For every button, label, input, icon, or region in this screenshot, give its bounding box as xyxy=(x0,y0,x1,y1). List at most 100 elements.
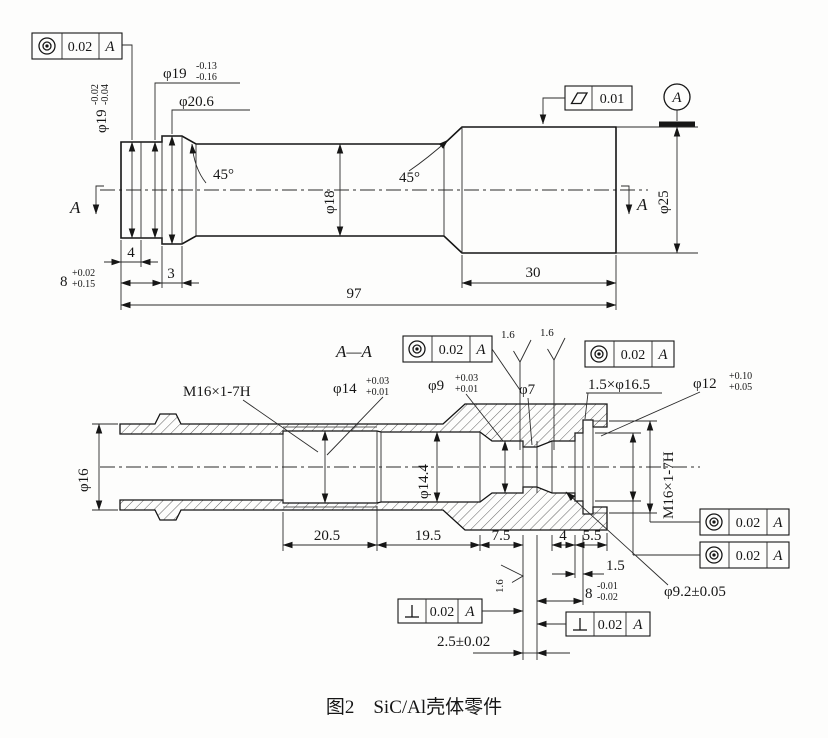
svg-text:φ20.6: φ20.6 xyxy=(179,94,214,110)
roughness-mark-1: 1.6 xyxy=(501,329,532,450)
fcf-concentricity-aa2: 0.02 A xyxy=(584,340,675,368)
svg-text:φ25: φ25 xyxy=(656,190,672,214)
svg-text:-0.16: -0.16 xyxy=(196,72,217,83)
dim-dia9-2: φ9.2±0.05 xyxy=(565,491,726,600)
svg-text:φ19: φ19 xyxy=(94,109,110,133)
section-marker-right: A xyxy=(621,185,648,215)
datum-circle-label: A xyxy=(671,90,682,106)
dim-len3: 3 xyxy=(167,266,175,282)
top-view-length-dims: 4 8 +0.02 +0.15 3 30 97 xyxy=(60,240,617,310)
fcf-top-datum: A xyxy=(104,39,115,55)
svg-text:45°: 45° xyxy=(399,170,420,186)
perpendicularity-icon xyxy=(405,605,419,618)
thread-crest-lines xyxy=(283,420,607,514)
svg-text:φ9: φ9 xyxy=(428,378,444,394)
svg-text:-0.13: -0.13 xyxy=(196,61,217,72)
concentricity-icon xyxy=(705,513,723,531)
svg-text:+0.10: +0.10 xyxy=(729,371,752,382)
dim-len1-5: 1.5 xyxy=(606,558,625,574)
svg-text:φ7: φ7 xyxy=(519,382,536,398)
svg-text:0.02: 0.02 xyxy=(621,348,646,363)
dim-dia25: φ25 xyxy=(616,126,698,254)
fcf-perpendicularity-2: 0.02 A xyxy=(536,611,651,637)
dim-dia18: φ18 xyxy=(322,190,338,214)
svg-text:0.02: 0.02 xyxy=(439,343,464,358)
svg-text:1.5×φ16.5: 1.5×φ16.5 xyxy=(588,377,650,393)
dim-len2-5: 2.5±0.02 xyxy=(437,634,490,650)
dim-len8: 8 +0.02 +0.15 xyxy=(60,268,95,290)
dim-dia7: φ7 xyxy=(519,382,536,446)
fcf-concentricity-top: 0.02 A xyxy=(31,32,133,140)
dim-len7-5: 7.5 xyxy=(492,528,511,544)
svg-text:A: A xyxy=(636,195,648,214)
dim-dia14: φ14 +0.03 +0.01 xyxy=(326,376,389,456)
fcf-concentricity-aa4: 0.02 A xyxy=(632,501,790,569)
svg-text:φ18: φ18 xyxy=(322,190,338,214)
svg-text:M16×1-7H: M16×1-7H xyxy=(661,451,677,519)
svg-text:φ14.4: φ14.4 xyxy=(416,464,432,499)
roughness-mark-3: 1.6 xyxy=(494,564,524,593)
dim-thread-left: M16×1-7H xyxy=(183,384,319,453)
flatness-icon xyxy=(570,92,589,105)
svg-text:0.02: 0.02 xyxy=(598,618,623,633)
section-internal-edges xyxy=(282,420,594,514)
svg-text:-0.04: -0.04 xyxy=(100,84,111,105)
dim-thread-right: M16×1-7H xyxy=(609,420,677,519)
svg-text:+0.03: +0.03 xyxy=(455,373,478,384)
svg-text:A: A xyxy=(69,198,81,217)
dim-len19-5: 19.5 xyxy=(415,528,441,544)
svg-text:A: A xyxy=(464,604,475,620)
dim-dia9: φ9 +0.03 +0.01 xyxy=(428,373,504,442)
datum-a-target: A xyxy=(659,83,695,127)
svg-text:-0.02: -0.02 xyxy=(597,592,618,603)
concentricity-icon xyxy=(38,37,56,55)
dim-len20-5: 20.5 xyxy=(314,528,340,544)
svg-text:φ14: φ14 xyxy=(333,381,357,397)
svg-text:+0.02: +0.02 xyxy=(72,268,95,279)
svg-text:M16×1-7H: M16×1-7H xyxy=(183,384,251,400)
dim-dia14-4: φ14.4 xyxy=(416,464,432,499)
concentricity-icon xyxy=(705,546,723,564)
section-bore-dims xyxy=(321,430,509,504)
svg-text:+0.15: +0.15 xyxy=(72,279,95,290)
dim-len8-aa: 8 -0.01 -0.02 xyxy=(585,581,618,603)
svg-text:45°: 45° xyxy=(213,167,234,183)
svg-text:-0.02: -0.02 xyxy=(90,84,101,105)
dim-groove: 1.5×φ16.5 xyxy=(584,377,662,420)
dim-chamfer-right: 45° xyxy=(399,139,449,186)
concentricity-icon xyxy=(590,345,608,363)
section-bottom-wall xyxy=(119,486,608,531)
svg-text:0.02: 0.02 xyxy=(736,516,761,531)
svg-text:-0.01: -0.01 xyxy=(597,581,618,592)
roughness-mark-2: 1.6 xyxy=(540,327,566,450)
fcf-perpendicularity-1: 0.02 A xyxy=(397,598,524,624)
svg-text:8: 8 xyxy=(585,586,593,602)
section-marker-left: A xyxy=(69,185,104,217)
fcf-flatness-tolerance: 0.01 xyxy=(600,92,625,107)
svg-text:φ19: φ19 xyxy=(163,66,187,82)
dim-len4: 4 xyxy=(127,245,135,261)
svg-text:1.6: 1.6 xyxy=(540,327,554,339)
dim-len97: 97 xyxy=(347,286,363,302)
svg-text:1.6: 1.6 xyxy=(501,329,515,341)
svg-text:A: A xyxy=(475,342,486,358)
dim-dia12: φ12 +0.10 +0.05 xyxy=(600,371,752,437)
dim-dia20-6: φ20.6 xyxy=(171,94,250,134)
section-view: A—A 0.02 A 1.6 1.6 xyxy=(76,327,790,660)
fcf-concentricity-aa1: 0.02 A xyxy=(402,335,521,391)
section-top-wall xyxy=(119,403,608,448)
dim-dia19-groove: φ19 -0.13 -0.16 xyxy=(154,61,240,140)
dim-len30: 30 xyxy=(526,265,541,281)
svg-text:+0.05: +0.05 xyxy=(729,382,752,393)
section-length-dims: 20.5 19.5 7.5 4 5.5 1.5 8 -0.01 -0.02 2.… xyxy=(282,528,625,657)
svg-text:φ9.2±0.05: φ9.2±0.05 xyxy=(664,584,726,600)
top-view-feature-edges xyxy=(140,127,463,253)
figure-caption: 图2 SiC/Al壳体零件 xyxy=(326,696,502,718)
fcf-concentricity-aa3: 0.02 A xyxy=(649,508,790,536)
svg-text:A: A xyxy=(772,548,783,564)
fcf-flatness: 0.01 xyxy=(539,85,633,125)
svg-text:0.02: 0.02 xyxy=(430,605,455,620)
svg-text:φ16: φ16 xyxy=(76,468,92,492)
